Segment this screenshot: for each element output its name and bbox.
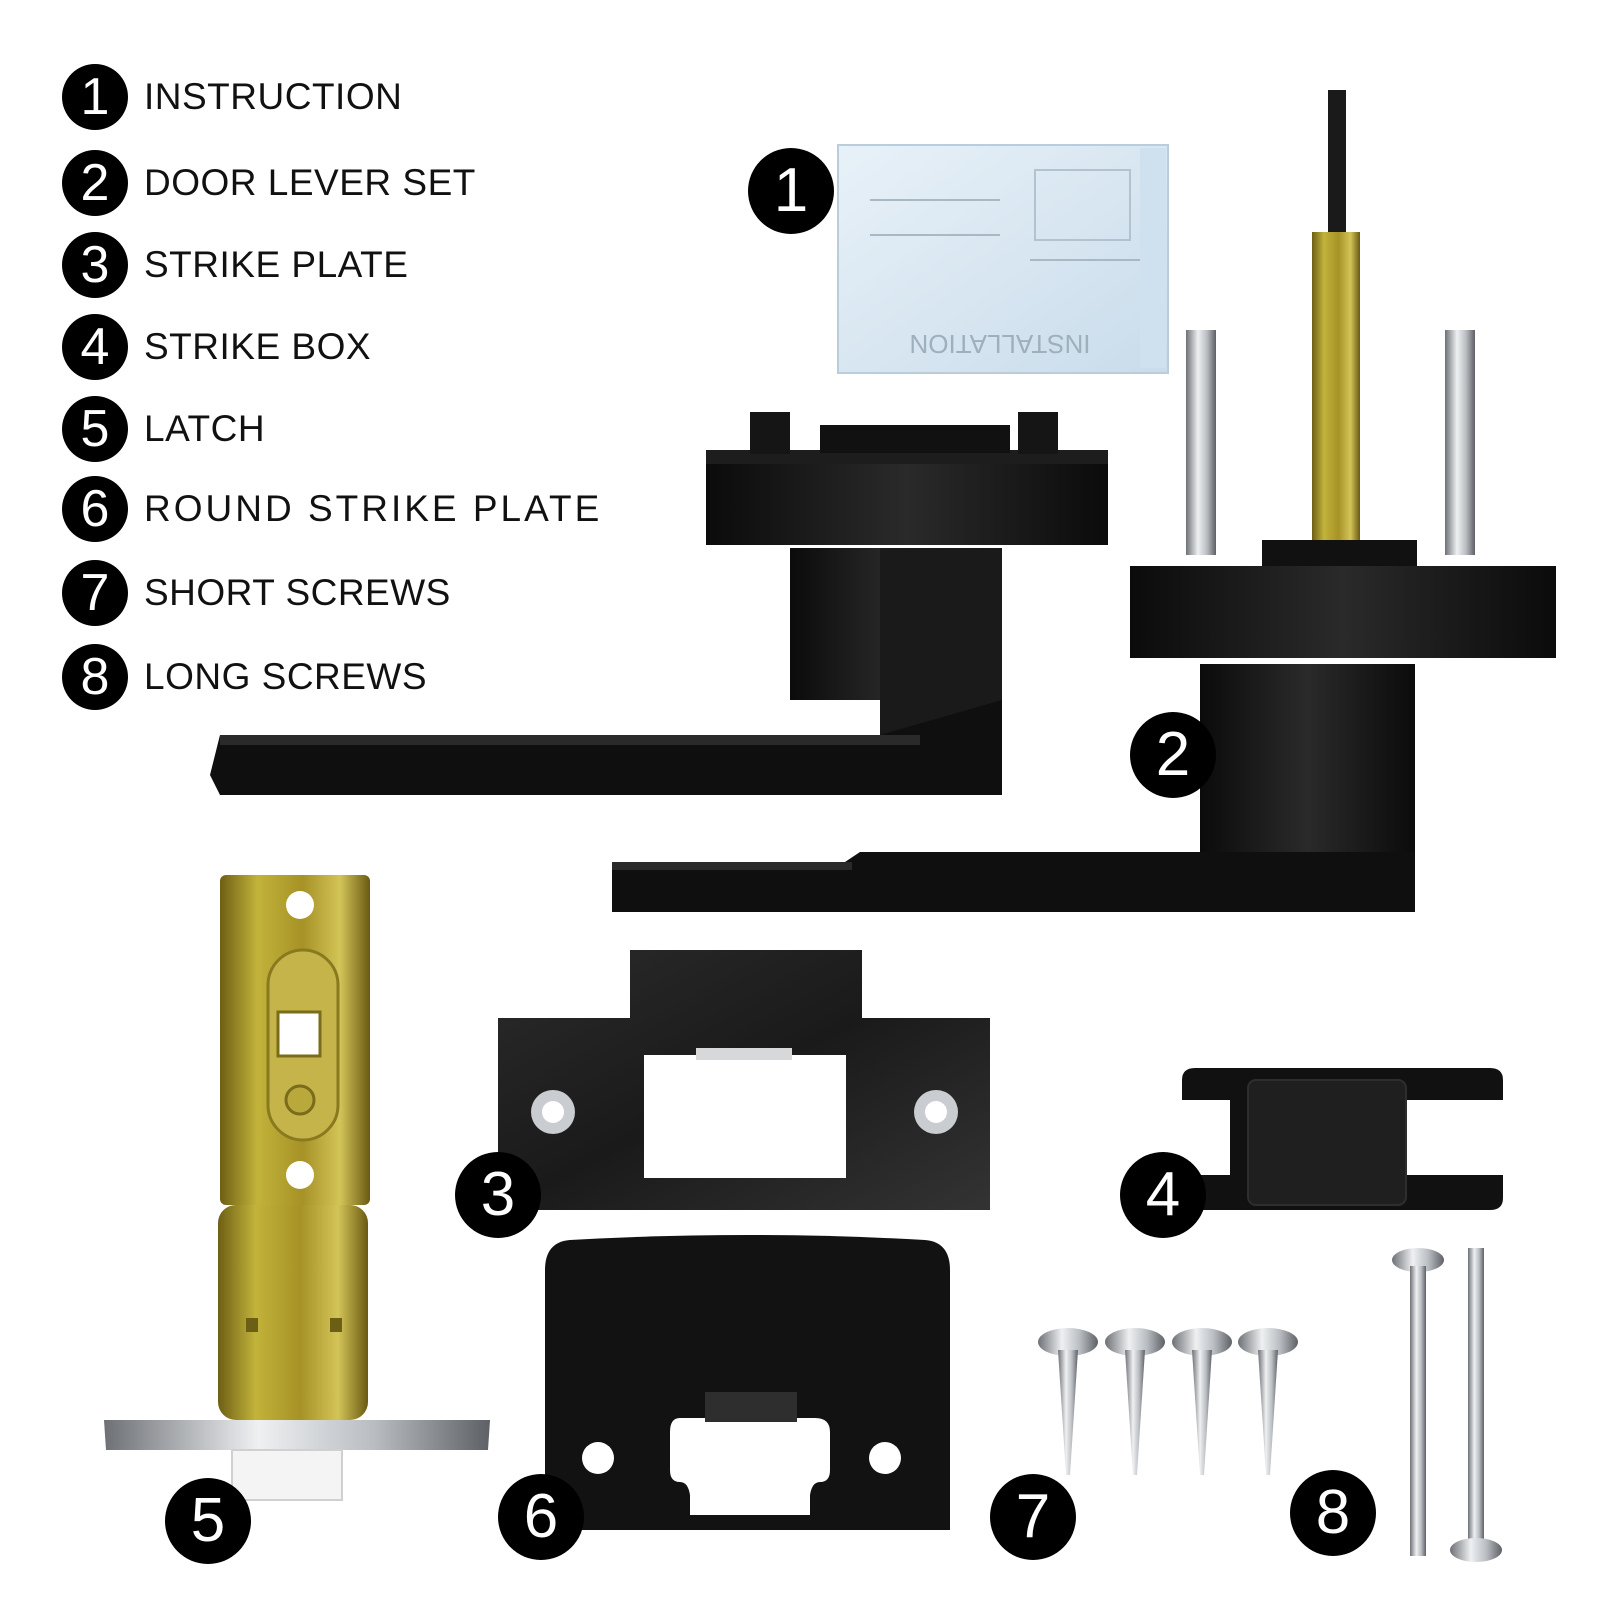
callout-badge-6: 6: [498, 1474, 584, 1560]
legend-label: SHORT SCREWS: [144, 572, 451, 613]
legend-label: INSTRUCTION: [144, 76, 403, 117]
legend-number-badge: 8: [62, 644, 128, 710]
legend-number-badge: 1: [62, 64, 128, 130]
legend-item-6: 6 ROUND STRIKE PLATE: [62, 474, 602, 544]
instruction-sheet-title: INSTALLATION: [909, 329, 1090, 359]
callout-badge-4: 4: [1120, 1152, 1206, 1238]
strike-plate: [498, 950, 990, 1210]
callout-badge-8: 8: [1290, 1470, 1376, 1556]
callout-badge-2: 2: [1130, 712, 1216, 798]
latch: [104, 875, 490, 1501]
legend-number-badge: 6: [62, 476, 128, 542]
short-screw: [1238, 1328, 1298, 1475]
legend-label: STRIKE PLATE: [144, 244, 409, 285]
long-screws: [1392, 1248, 1502, 1562]
legend-item-7: 7 SHORT SCREWS: [62, 558, 451, 628]
short-screw: [1038, 1328, 1098, 1475]
legend-item-2: 2 DOOR LEVER SET: [62, 148, 476, 218]
legend-number-badge: 4: [62, 314, 128, 380]
legend-item-4: 4 STRIKE BOX: [62, 312, 371, 382]
door-lever-right: [612, 90, 1556, 912]
short-screw: [1172, 1328, 1232, 1475]
long-screw: [1392, 1248, 1444, 1556]
callout-badge-5: 5: [165, 1478, 251, 1564]
legend-label: LATCH: [144, 408, 266, 449]
legend-item-5: 5 LATCH: [62, 394, 265, 464]
short-screw: [1105, 1328, 1165, 1475]
legend-label: LONG SCREWS: [144, 656, 428, 697]
long-screw: [1450, 1248, 1502, 1562]
callout-badge-1: 1: [748, 148, 834, 234]
legend-item-3: 3 STRIKE PLATE: [62, 230, 408, 300]
legend-number-badge: 2: [62, 150, 128, 216]
callout-badge-3: 3: [455, 1152, 541, 1238]
legend-number-badge: 3: [62, 232, 128, 298]
legend-item-1: 1 INSTRUCTION: [62, 62, 402, 132]
legend-label: DOOR LEVER SET: [144, 162, 476, 203]
round-strike-plate: [545, 1235, 950, 1530]
legend-label: ROUND STRIKE PLATE: [144, 488, 603, 529]
legend-item-8: 8 LONG SCREWS: [62, 642, 427, 712]
legend-label: STRIKE BOX: [144, 326, 372, 367]
strike-box: [1182, 1068, 1503, 1210]
legend-number-badge: 7: [62, 560, 128, 626]
instruction-sheet: INSTALLATION: [837, 144, 1169, 374]
legend-number-badge: 5: [62, 396, 128, 462]
short-screws: [1038, 1328, 1298, 1475]
door-lever-left: [210, 412, 1108, 795]
callout-badge-7: 7: [990, 1474, 1076, 1560]
